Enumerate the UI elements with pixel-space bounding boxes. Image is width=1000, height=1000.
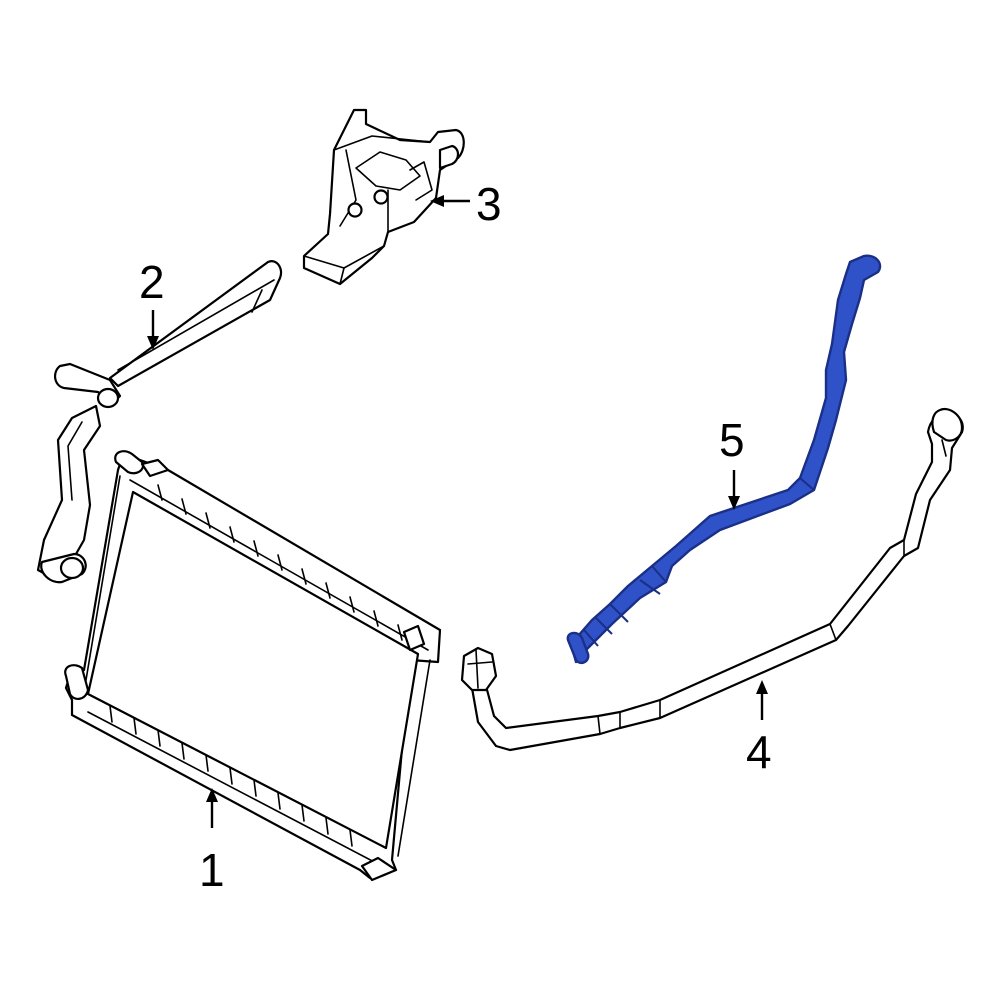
coolant-hose (566, 254, 882, 665)
radiator (64, 450, 442, 882)
callout-label-2: 2 (139, 256, 165, 308)
coolant-pipe (36, 260, 283, 584)
callout-4: 4 (746, 680, 772, 778)
callout-label-3: 3 (476, 178, 502, 230)
callout-5: 5 (719, 414, 745, 510)
callout-1: 1 (199, 788, 225, 896)
callout-label-5: 5 (719, 414, 745, 466)
thermostat-housing (302, 108, 465, 286)
lower-coolant-pipe (460, 407, 964, 752)
callout-3: 3 (430, 178, 502, 230)
callout-2: 2 (139, 256, 165, 350)
callout-label-4: 4 (746, 726, 772, 778)
callout-label-1: 1 (199, 844, 225, 896)
